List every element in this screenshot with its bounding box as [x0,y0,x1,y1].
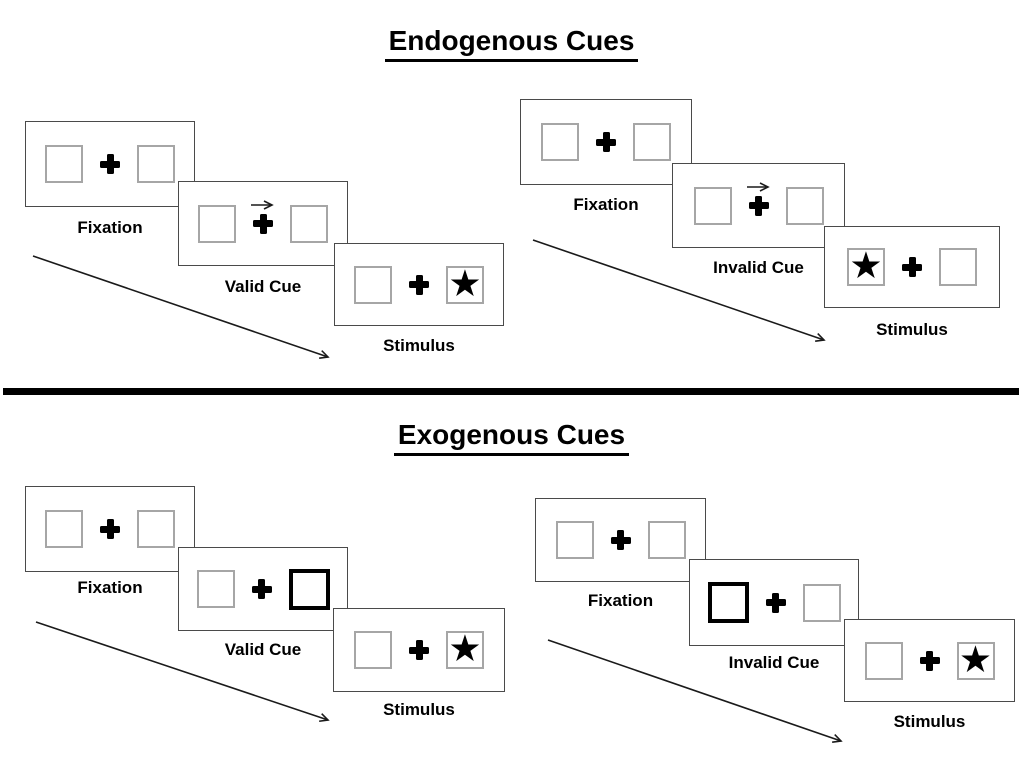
target-box: ★ [446,262,484,304]
step-label: Valid Cue [224,640,302,659]
step-label: Stimulus [383,336,455,355]
panel-stimulus: ★ [334,243,504,326]
placeholder-box [802,583,841,622]
fixation-cross-icon [409,640,429,660]
step-label: Fixation [77,578,143,597]
cue-highlight-box [707,582,749,623]
step-label: Stimulus [876,320,948,339]
placeholder-box [633,123,671,161]
target-box: ★ [446,628,484,669]
fixation-cross-icon [251,579,272,599]
star-icon: ★ [448,628,482,669]
placeholder-box [137,145,175,183]
fixation-cross-icon [100,519,120,539]
placeholder-box [555,521,594,559]
step-label: Fixation [573,195,639,214]
step-label: Valid Cue [224,277,302,296]
panel-fixation [25,121,195,207]
fixation-cross-icon [253,213,273,234]
star-icon: ★ [958,638,993,680]
panel-stimulus: ★ [844,619,1015,702]
panel-stimulus: ★ [333,608,505,692]
step-label: Invalid Cue [728,653,820,672]
placeholder-box [785,186,824,225]
placeholder-box [45,510,83,548]
placeholder-box [354,631,392,669]
panel-invalid-cue [689,559,859,646]
fixation-cross-icon [765,592,786,613]
panel-stimulus: ★ [824,226,1000,308]
placeholder-box [647,521,686,559]
section-title-exogenous-text: Exogenous Cues [393,419,630,456]
panel-invalid-cue [672,163,845,248]
star-icon: ★ [448,262,482,304]
fixation-cross-icon [596,132,616,152]
section-title-endogenous: Endogenous Cues [0,25,1023,62]
fixation-cross-icon [748,195,769,216]
cue-highlight-box [288,568,330,610]
panel-fixation [25,486,195,572]
step-label: Fixation [587,591,654,610]
fixation-cross-icon [409,274,429,295]
star-icon: ★ [849,245,883,286]
placeholder-box [354,265,392,304]
step-label: Stimulus [383,700,455,719]
fixation-cross-icon [902,257,922,277]
panel-valid-cue [178,547,348,631]
step-label: Invalid Cue [713,258,804,277]
target-box: ★ [847,245,885,286]
panel-fixation [535,498,706,582]
panel-fixation [520,99,692,185]
step-label: Stimulus [893,712,966,731]
placeholder-box [939,248,977,286]
placeholder-box [693,186,732,225]
placeholder-box [137,510,175,548]
timeline-arrow [32,255,330,359]
timeline-arrow [35,621,330,723]
fixation-cross-icon [919,650,940,671]
panel-valid-cue [178,181,348,266]
section-divider [3,388,1019,395]
section-title-exogenous: Exogenous Cues [0,419,1023,456]
cue-arrow-icon [251,199,274,210]
target-box: ★ [956,638,995,680]
fixation-cross-icon [610,530,631,550]
fixation-cross-icon [100,154,120,174]
placeholder-box [198,204,236,243]
placeholder-box [541,123,579,161]
placeholder-box [290,204,328,243]
placeholder-box [45,145,83,183]
step-label: Fixation [77,218,143,237]
placeholder-box [864,641,903,680]
timeline-arrow [532,239,826,342]
placeholder-box [196,570,235,608]
cue-arrow-icon [746,181,770,192]
section-title-endogenous-text: Endogenous Cues [384,25,639,62]
